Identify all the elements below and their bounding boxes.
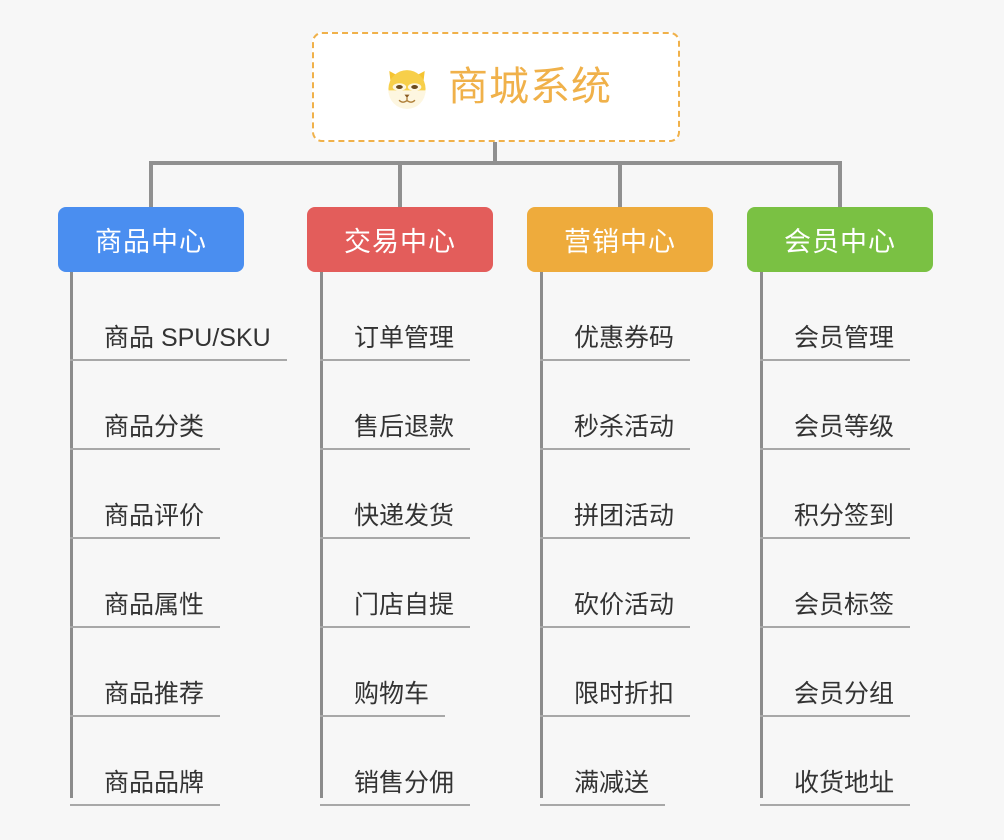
root-node[interactable]: 商城系统 [312,32,680,142]
leaf-item-label: 会员分组 [794,680,895,708]
leaf-spine [760,272,763,798]
leaf-item-label: 订单管理 [354,324,455,352]
leaf-item-label: 会员管理 [794,324,895,352]
leaf-spine [70,272,73,798]
category-header-1[interactable]: 交易中心 [307,207,493,272]
leaf-item-label: 快递发货 [354,502,455,530]
root-title: 商城系统 [448,65,612,109]
leaf-item-label: 拼团活动 [574,502,675,530]
leaf-item-label: 收货地址 [794,769,895,797]
leaf-underline [760,537,910,539]
leaf-item-label: 商品属性 [104,591,205,619]
connector-branch-4 [838,161,842,209]
leaf-underline [760,804,910,806]
leaf-underline [540,626,690,628]
leaf-underline [70,804,220,806]
leaf-item-label: 销售分佣 [354,769,455,797]
leaf-underline [320,537,470,539]
leaf-item-label: 会员标签 [794,591,895,619]
leaf-item-label: 商品 SPU/SKU [104,324,271,352]
connector-root-stem [493,142,497,164]
leaf-spine [540,272,543,798]
category-header-3[interactable]: 会员中心 [747,207,933,272]
leaf-underline [540,537,690,539]
leaf-item-label: 优惠券码 [574,324,675,352]
leaf-underline [320,626,470,628]
leaf-item-label: 限时折扣 [574,680,675,708]
leaf-item-label: 商品品牌 [104,769,205,797]
leaf-spine [320,272,323,798]
leaf-item-label: 满减送 [574,769,650,797]
leaf-item-label: 售后退款 [354,413,455,441]
connector-branch-3 [618,161,622,209]
shiba-dog-face-icon [388,70,426,109]
leaf-underline [540,448,690,450]
leaf-underline [70,359,287,361]
leaf-underline [70,626,220,628]
category-header-label: 营销中心 [564,227,676,257]
leaf-item-label: 秒杀活动 [574,413,675,441]
leaf-underline [760,448,910,450]
leaf-underline [320,448,470,450]
leaf-item-label: 砍价活动 [574,591,675,619]
leaf-item-label: 购物车 [354,680,430,708]
category-header-0[interactable]: 商品中心 [58,207,244,272]
connector-branch-1 [149,161,153,209]
leaf-underline [70,715,220,717]
category-header-2[interactable]: 营销中心 [527,207,713,272]
leaf-underline [70,537,220,539]
category-header-label: 会员中心 [784,227,896,257]
leaf-underline [70,448,220,450]
leaf-underline [320,715,445,717]
leaf-underline [320,359,470,361]
leaf-underline [540,715,690,717]
leaf-underline [760,359,910,361]
leaf-underline [540,359,690,361]
connector-branch-2 [398,161,402,209]
category-header-label: 交易中心 [344,227,456,257]
leaf-item-label: 商品评价 [104,502,205,530]
leaf-item-label: 商品分类 [104,413,205,441]
leaf-item-label: 门店自提 [354,591,455,619]
leaf-underline [760,715,910,717]
leaf-item-label: 会员等级 [794,413,895,441]
leaf-underline [320,804,470,806]
leaf-underline [760,626,910,628]
leaf-item-label: 积分签到 [794,502,895,530]
leaf-item-label: 商品推荐 [104,680,205,708]
category-header-label: 商品中心 [95,227,207,257]
leaf-underline [540,804,665,806]
connector-horizontal-bus [149,161,841,165]
